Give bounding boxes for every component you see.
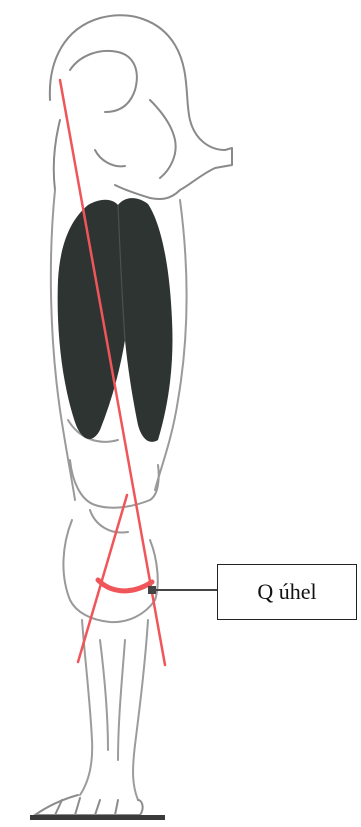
foot-outline (35, 795, 143, 815)
knee-outline (63, 460, 158, 622)
quadriceps-muscle (58, 198, 173, 442)
angle-arc (98, 580, 152, 591)
tibia-axis-line (78, 495, 127, 662)
floor-line (30, 815, 165, 820)
leader-anchor (148, 586, 156, 594)
lower-leg-outline (80, 620, 148, 800)
q-angle-label: Q úhel (217, 564, 357, 620)
